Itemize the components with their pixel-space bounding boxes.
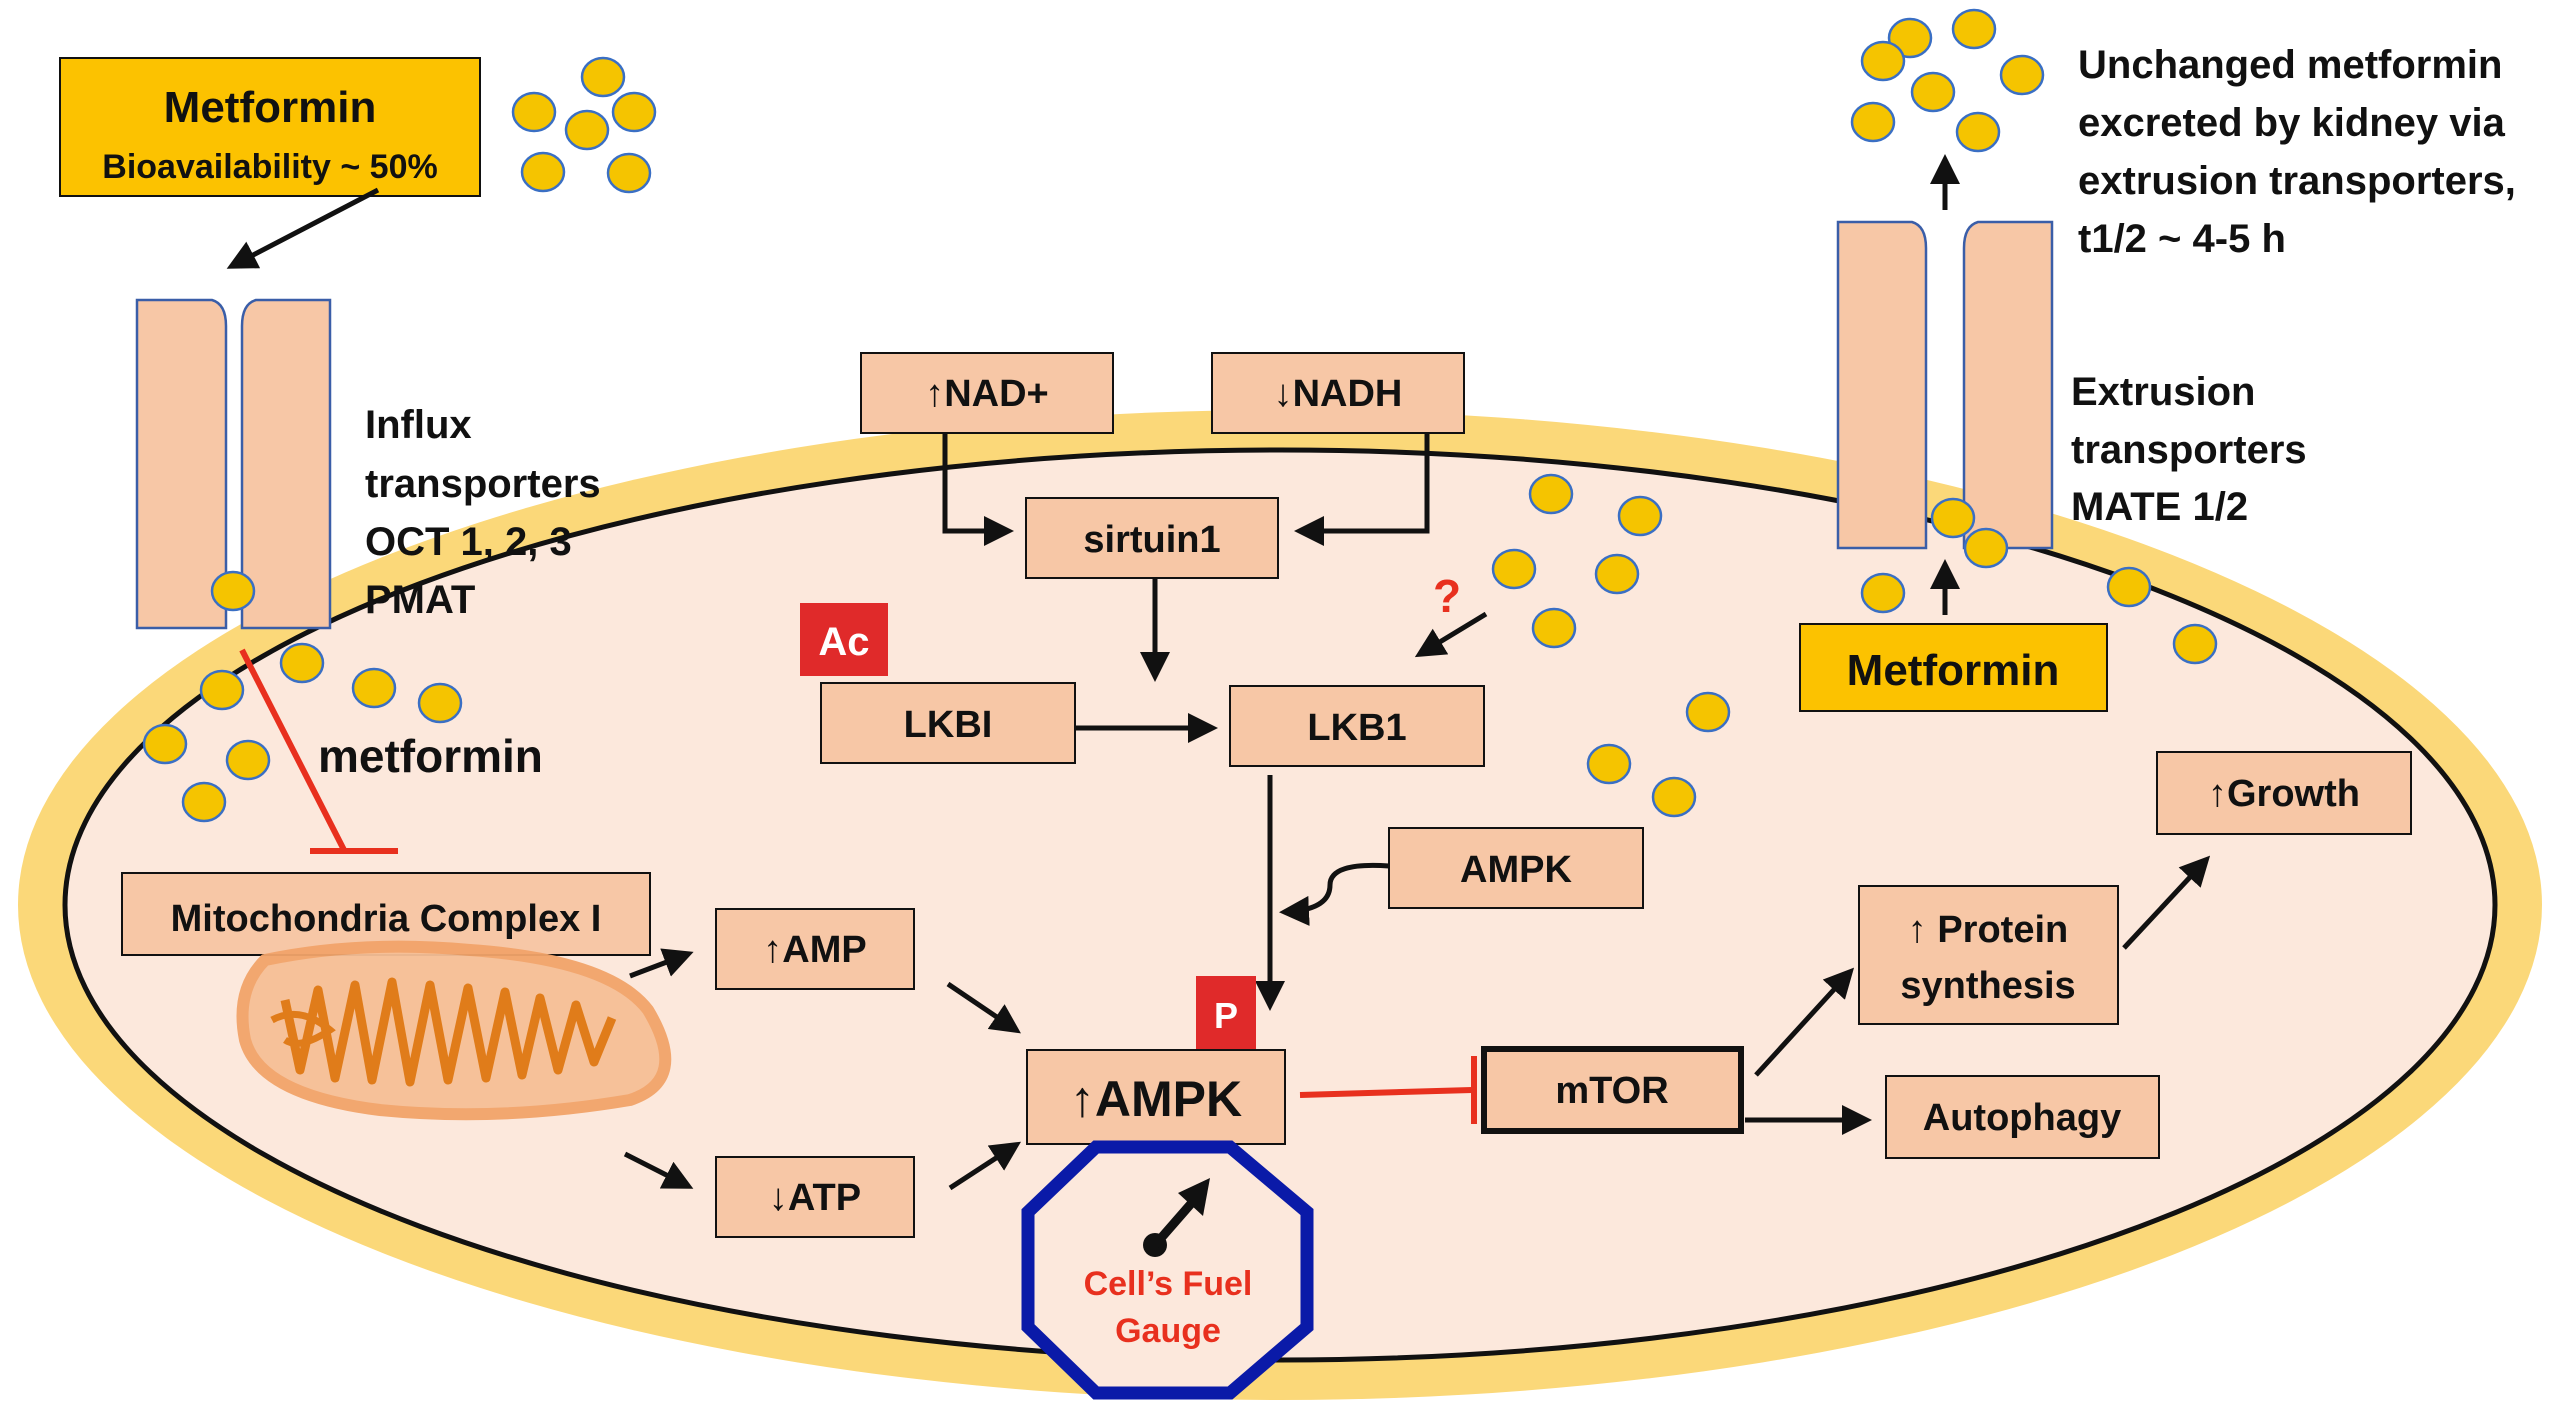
svg-text:PMAT: PMAT xyxy=(365,578,475,622)
svg-text:synthesis: synthesis xyxy=(1900,965,2075,1007)
svg-text:t1/2 ~ 4-5 h: t1/2 ~ 4-5 h xyxy=(2078,217,2286,261)
arrow-nadh-to-sirtuin xyxy=(1294,433,1430,546)
ampk-upstream-box: AMPK xyxy=(1388,827,1644,909)
arrow-atp-to-ampk xyxy=(948,1141,1022,1191)
atp-box: ↓ATP xyxy=(715,1156,915,1238)
svg-text:↑AMPK: ↑AMPK xyxy=(1070,1071,1242,1127)
gauge-label-line1: Cell’s Fuel xyxy=(1084,1265,1253,1303)
growth-box: ↑Growth xyxy=(2156,751,2412,835)
fuel-gauge: Cell’s Fuel Gauge xyxy=(1021,1140,1314,1400)
svg-text:↓ATP: ↓ATP xyxy=(769,1177,861,1219)
excreted-metformin-pills xyxy=(1850,8,2045,153)
svg-text:Influx: Influx xyxy=(365,403,472,447)
metformin-oral-title: Metformin xyxy=(164,83,377,132)
svg-text:transporters: transporters xyxy=(2071,428,2307,472)
intracellular-metformin-pills-left xyxy=(142,642,463,823)
svg-text:↑Growth: ↑Growth xyxy=(2208,773,2360,815)
intracellular-metformin-pills-center xyxy=(1491,473,1731,818)
svg-text:Extrusion: Extrusion xyxy=(2071,370,2255,414)
svg-text:Mitochondria Complex I: Mitochondria Complex I xyxy=(171,898,602,940)
question-mark: ? xyxy=(1433,570,1461,622)
metformin-cell-box: Metformin xyxy=(1799,623,2108,712)
svg-text:mTOR: mTOR xyxy=(1555,1070,1668,1112)
svg-text:↓NADH: ↓NADH xyxy=(1274,373,1403,415)
svg-text:sirtuin1: sirtuin1 xyxy=(1083,519,1220,561)
svg-text:P: P xyxy=(1214,995,1238,1036)
arrow-protein-to-growth xyxy=(2122,855,2211,950)
svg-text:AMPK: AMPK xyxy=(1460,849,1572,891)
excretion-label: Unchanged metformin excreted by kidney v… xyxy=(2078,43,2516,261)
influx-label: Influx transporters OCT 1, 2, 3 PMAT xyxy=(365,403,601,622)
metformin-inhibitor-label: metformin xyxy=(318,730,543,782)
svg-text:Unchanged metformin: Unchanged metformin xyxy=(2078,43,2502,87)
phospho-badge: P xyxy=(1196,976,1256,1050)
amp-box: ↑AMP xyxy=(715,908,915,990)
svg-text:LKB1: LKB1 xyxy=(1307,707,1406,749)
autophagy-box: Autophagy xyxy=(1885,1075,2160,1159)
svg-text:MATE 1/2: MATE 1/2 xyxy=(2071,485,2248,529)
sirtuin1-box: sirtuin1 xyxy=(1025,497,1279,579)
ampk-main-box: ↑AMPK xyxy=(1026,1049,1286,1145)
svg-text:Metformin: Metformin xyxy=(1847,646,2060,695)
metformin-oral-box: Metformin Bioavailability ~ 50% xyxy=(59,57,481,197)
extrusion-transporter xyxy=(1836,220,2054,550)
svg-text:excreted by kidney via: excreted by kidney via xyxy=(2078,101,2506,145)
svg-text:transporters: transporters xyxy=(365,462,601,506)
curved-connector-ampk xyxy=(1279,862,1390,926)
svg-text:↑NAD+: ↑NAD+ xyxy=(925,373,1049,415)
arrow-mtor-to-protein xyxy=(1754,967,1855,1077)
svg-text:↑ Protein: ↑ Protein xyxy=(1908,909,2068,951)
arrow-metformin-to-lkb1 xyxy=(1414,611,1488,658)
svg-text:Autophagy: Autophagy xyxy=(1923,1097,2121,1139)
metformin-inhibits-complex-i xyxy=(239,648,398,854)
svg-text:Ac: Ac xyxy=(818,620,869,664)
mitochondrion-illustration xyxy=(236,940,672,1121)
svg-text:↑AMP: ↑AMP xyxy=(763,929,866,971)
extrusion-label: Extrusion transporters MATE 1/2 xyxy=(2071,370,2307,529)
extrusion-pills xyxy=(1860,497,2218,665)
extracellular-metformin-pills xyxy=(511,56,657,194)
lkb1-box: LKB1 xyxy=(1229,685,1485,767)
nad-box: ↑NAD+ xyxy=(860,352,1114,434)
svg-text:extrusion transporters,: extrusion transporters, xyxy=(2078,159,2516,203)
mtor-box: mTOR xyxy=(1481,1046,1744,1134)
gauge-label-line2: Gauge xyxy=(1115,1312,1221,1350)
arrow-mito-to-amp xyxy=(629,948,694,979)
acetyl-badge: Ac xyxy=(800,603,888,676)
svg-text:LKBI: LKBI xyxy=(904,704,993,746)
nadh-box: ↓NADH xyxy=(1211,352,1465,434)
lkbi-box: LKBI xyxy=(820,682,1076,764)
svg-text:OCT 1, 2, 3: OCT 1, 2, 3 xyxy=(365,520,572,564)
metformin-oral-subtitle: Bioavailability ~ 50% xyxy=(102,148,437,186)
metformin-in-channel xyxy=(210,570,256,612)
ampk-inhibits-mtor xyxy=(1299,1056,1477,1124)
arrow-oral-to-influx xyxy=(226,187,380,269)
arrow-amp-to-ampk xyxy=(946,981,1021,1034)
arrow-nad-to-sirtuin xyxy=(942,433,1014,546)
arrow-mito-to-atp xyxy=(623,1151,694,1189)
protein-synthesis-box: ↑ Protein synthesis xyxy=(1858,885,2119,1025)
influx-transporter xyxy=(135,298,332,630)
